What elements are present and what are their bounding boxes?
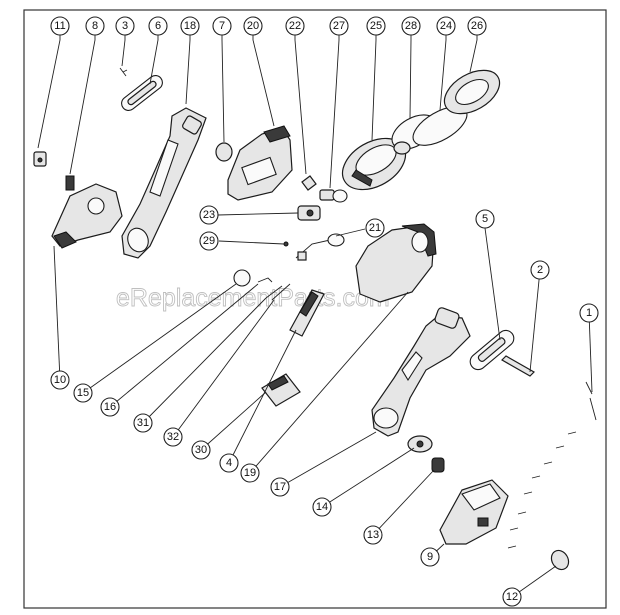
svg-text:17: 17 (274, 481, 286, 493)
callout-8: 8 (85, 16, 105, 36)
svg-text:15: 15 (77, 387, 89, 399)
part-26-bezel (443, 69, 501, 115)
callout-27: 27 (329, 16, 349, 36)
callout-17: 17 (270, 477, 290, 497)
callout-5: 5 (475, 209, 495, 229)
part-4-switch-blade (289, 289, 325, 337)
part-15-ball (233, 269, 251, 287)
part-6-switch-plate (121, 74, 163, 112)
part-31-wire (265, 285, 283, 299)
part-27-bulb-holder (319, 189, 348, 203)
callout-25: 25 (366, 16, 386, 36)
callout-26: 26 (467, 16, 487, 36)
part-25-reflector-housing (341, 137, 407, 191)
callout-32: 32 (163, 427, 183, 447)
screws-set (507, 431, 577, 549)
callout-22: 22 (285, 16, 305, 36)
part-5-back-plate (469, 329, 515, 371)
svg-text:5: 5 (482, 213, 488, 225)
svg-text:27: 27 (333, 20, 345, 32)
svg-text:26: 26 (471, 20, 483, 32)
callout-3: 3 (115, 16, 135, 36)
part-7-cap (215, 142, 233, 162)
svg-text:4: 4 (226, 457, 232, 469)
callout-31: 31 (133, 413, 153, 433)
svg-text:31: 31 (137, 417, 149, 429)
svg-text:16: 16 (104, 401, 116, 413)
svg-text:6: 6 (155, 20, 161, 32)
part-22-bracket (301, 175, 317, 191)
callout-6: 6 (148, 16, 168, 36)
diagram-frame (23, 9, 607, 609)
part-18-handle-left (121, 107, 207, 259)
svg-text:13: 13 (367, 529, 379, 541)
part-1-screws (585, 381, 597, 421)
callout-7: 7 (212, 16, 232, 36)
svg-text:9: 9 (427, 551, 433, 563)
callout-21: 21 (365, 218, 385, 238)
svg-text:12: 12 (506, 591, 518, 603)
callout-14: 14 (312, 497, 332, 517)
part-10-rear-housing (51, 183, 123, 249)
svg-text:24: 24 (440, 20, 452, 32)
callout-16: 16 (100, 397, 120, 417)
callout-4: 4 (219, 453, 239, 473)
svg-text:30: 30 (195, 444, 207, 456)
part-29-pin (283, 241, 289, 247)
part-8-terminal (65, 175, 75, 191)
svg-text:8: 8 (92, 20, 98, 32)
leader-lines (37, 35, 593, 598)
part-30-battery-pack (261, 373, 301, 407)
svg-text:19: 19 (244, 467, 256, 479)
callout-13: 13 (363, 525, 383, 545)
callout-23: 23 (199, 205, 219, 225)
part-13-spring (431, 457, 445, 473)
part-19-lamp-head (355, 223, 437, 303)
callout-24: 24 (436, 16, 456, 36)
callout-29: 29 (199, 231, 219, 251)
part-9-base (439, 479, 509, 545)
callout-28: 28 (401, 16, 421, 36)
svg-text:20: 20 (247, 20, 259, 32)
callout-30: 30 (191, 440, 211, 460)
svg-text:32: 32 (167, 431, 179, 443)
part-21-bulb (295, 233, 345, 261)
svg-text:1: 1 (586, 307, 592, 319)
part-16-spring (257, 277, 273, 283)
part-2-rod (501, 355, 535, 377)
part-23-socket (297, 205, 321, 221)
svg-text:23: 23 (203, 209, 215, 221)
svg-text:2: 2 (537, 264, 543, 276)
callout-18: 18 (180, 16, 200, 36)
part-32-wire (271, 283, 291, 301)
callout-19: 19 (240, 463, 260, 483)
svg-text:3: 3 (122, 20, 128, 32)
callout-12: 12 (502, 587, 522, 607)
svg-text:28: 28 (405, 20, 417, 32)
part-11-clip (33, 151, 47, 167)
callout-11: 11 (50, 16, 70, 36)
part-17-handle-right (371, 307, 471, 437)
svg-text:22: 22 (289, 20, 301, 32)
part-12-connector (550, 549, 570, 571)
callout-1: 1 (579, 303, 599, 323)
svg-text:7: 7 (219, 20, 225, 32)
part-3-screw (119, 67, 128, 77)
parts (33, 67, 597, 571)
svg-text:14: 14 (316, 501, 328, 513)
callout-10: 10 (50, 370, 70, 390)
svg-text:25: 25 (370, 20, 382, 32)
svg-text:29: 29 (203, 235, 215, 247)
callout-2: 2 (530, 260, 550, 280)
callout-20: 20 (243, 16, 263, 36)
callout-15: 15 (73, 383, 93, 403)
svg-text:11: 11 (54, 20, 65, 32)
svg-text:18: 18 (184, 20, 196, 32)
part-20-front-housing (227, 125, 293, 201)
callouts: 11 8 3 6 18 7 20 22 27 25 28 24 26 23 21… (50, 16, 599, 607)
svg-text:10: 10 (54, 374, 66, 386)
svg-text:21: 21 (369, 222, 381, 234)
callout-9: 9 (420, 547, 440, 567)
